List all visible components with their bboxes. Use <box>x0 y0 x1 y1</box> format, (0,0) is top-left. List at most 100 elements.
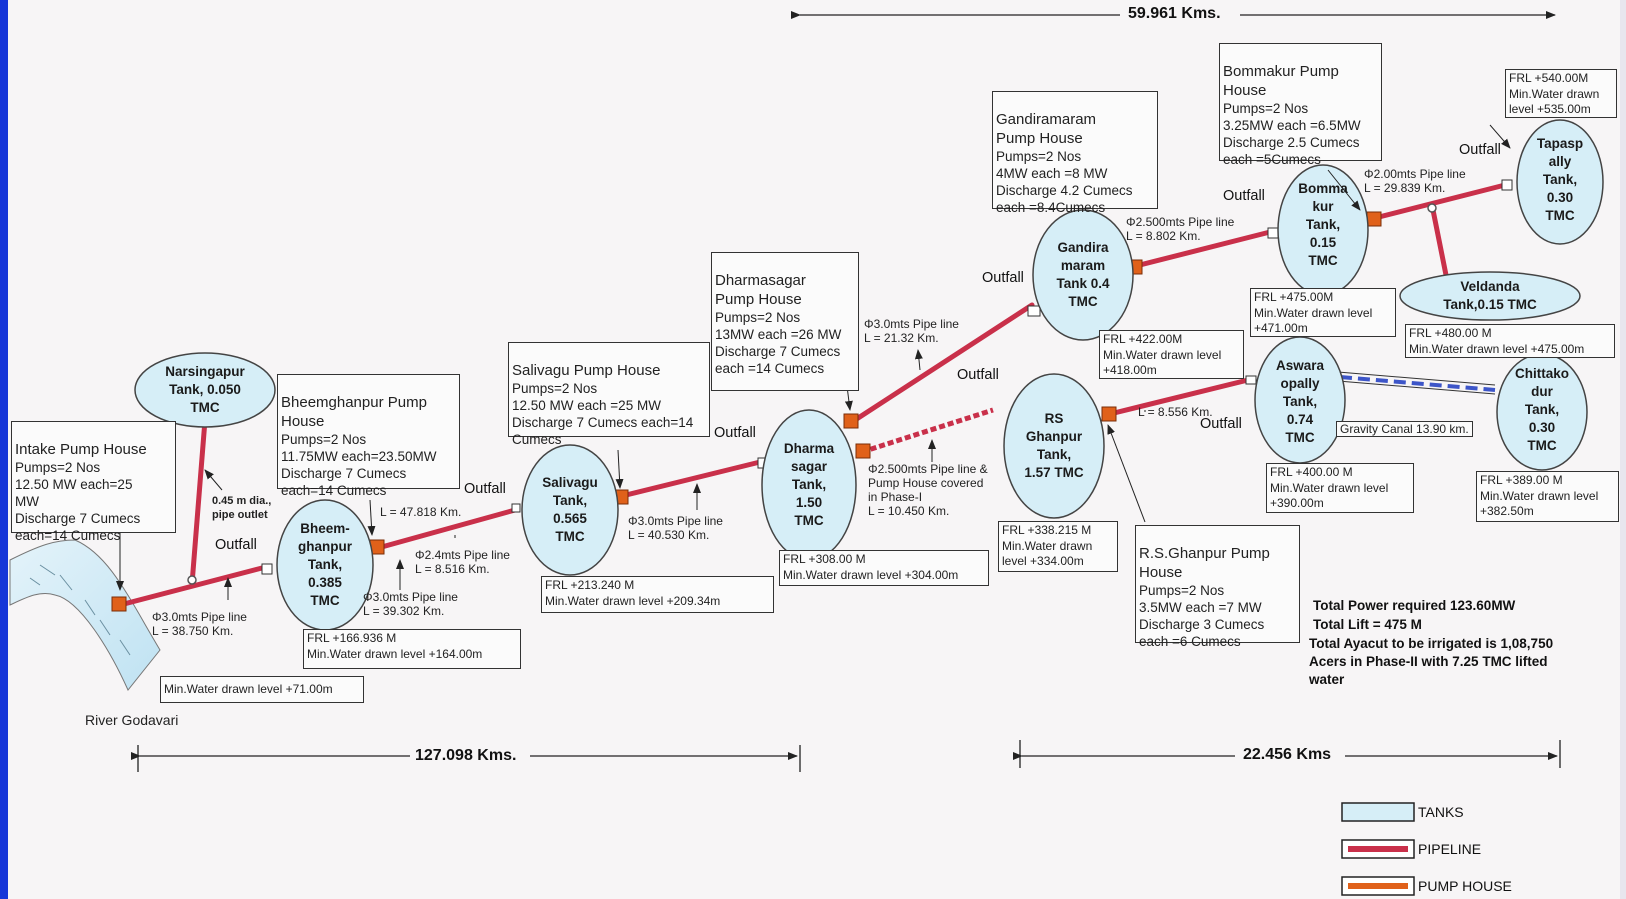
left-edge-bar <box>0 0 8 899</box>
pipeline-narsingapur-outlet <box>189 417 208 587</box>
summary-power: Total Power required 123.60MW <box>1313 598 1516 613</box>
dharmasagar-level-box: FRL +308.00 M Min.Water drawn level +304… <box>779 550 989 586</box>
pump-house-markers <box>111 211 1382 612</box>
right-edge-bar <box>1620 0 1626 899</box>
pipeline-intake-bheemghanpur <box>117 565 265 608</box>
pipe-label-bheem-a: Φ3.0mts Pipe line L = 39.302 Km. <box>363 590 458 618</box>
summary-ayacut: Total Ayacut to be irrigated is 1,08,750… <box>1309 636 1554 687</box>
tank-chittakodur: Chittako dur Tank, 0.30 TMC <box>1515 366 1569 453</box>
gravity-canal-label: Gravity Canal 13.90 km. <box>1336 421 1473 437</box>
gandiramaram-pump-house-details: Pumps=2 Nos 4MW each =8 MW Discharge 4.2… <box>996 149 1133 215</box>
pump-rsghanpur <box>1101 406 1117 422</box>
bottom-left-dimension-line <box>131 745 801 772</box>
tank-salivagu: Salivagu Tank, 0.565 TMC <box>542 475 598 544</box>
pipeline-bommakur-tapaspally <box>1372 182 1508 221</box>
bheemghanpur-level-box: FRL +166.936 M Min.Water drawn level +16… <box>303 629 521 669</box>
pipe-label-dharmasagar: Φ3.0mts Pipe line L = 21.32 Km. <box>864 317 959 345</box>
salivagu-pump-house-details: Pumps=2 Nos 12.50 MW each =25 MW Dischar… <box>512 381 694 447</box>
pipe-junction <box>187 575 197 585</box>
bommakur-pump-house-details: Pumps=2 Nos 3.25MW each =6.5MW Discharge… <box>1223 101 1361 167</box>
legend-pipeline-label: PIPELINE <box>1418 841 1482 857</box>
pipeline-phase1-dashed <box>861 407 994 455</box>
outfall-label-2: Outfall <box>464 481 506 497</box>
bottom-right-dimension-line <box>1013 740 1561 768</box>
legend-swatches <box>1341 802 1415 896</box>
outfall-label-8: Outfall <box>1200 416 1242 432</box>
tank-ellipses <box>134 119 1604 631</box>
outfall-markers <box>261 179 1513 575</box>
pipeline-gandiramaram-bommakur <box>1133 229 1273 269</box>
rsghanpur-pump-house-title: R.S.Ghanpur Pump House <box>1139 545 1270 581</box>
gravity-canal <box>1337 371 1496 395</box>
pipe-label-bheem-b: Φ2.4mts Pipe line L = 8.516 Km. <box>415 548 510 576</box>
intake-pump-house-details: Pumps=2 Nos 12.50 MW each=25 MW Discharg… <box>15 460 141 543</box>
pipeline-to-veldanda <box>1429 202 1450 283</box>
tapaspally-level-box: FRL +540.00M Min.Water drawn level +535.… <box>1505 69 1617 118</box>
outfall-label-1: Outfall <box>215 537 257 553</box>
pipe-label-gandiramaram: Φ2.500mts Pipe line L = 8.802 Km. <box>1126 215 1235 243</box>
pipe-label-phase1: Φ2.500mts Pipe line & Pump House covered… <box>868 462 988 518</box>
tank-veldanda: Veldanda Tank,0.15 TMC <box>1443 279 1537 312</box>
distance-top: 59.961 Kms. <box>1125 5 1224 23</box>
pump-phase1 <box>855 443 871 459</box>
pipeline-salivagu-dharmasagar <box>619 459 763 499</box>
pipeline-bheemghanpur-salivagu <box>375 507 518 551</box>
outfall-label-6: Outfall <box>1223 188 1265 204</box>
gandiramaram-pump-house-title: Gandiramaram Pump House <box>996 111 1097 147</box>
pump-dharmasagar <box>843 413 859 429</box>
tank-narsingapur: Narsingapur Tank, 0.050 TMC <box>165 364 245 415</box>
summary-lift: Total Lift = 475 M <box>1313 617 1422 632</box>
dharmasagar-pump-house-title: Dharmasagar Pump House <box>715 272 806 308</box>
tank-bheemghanpur: Bheem- ghanpur Tank, 0.385 TMC <box>298 521 352 608</box>
legend-pump-house-label: PUMP HOUSE <box>1418 878 1512 894</box>
intake-pump-house-title: Intake Pump House <box>15 441 147 458</box>
legend-tanks-label: TANKS <box>1418 804 1464 820</box>
pipelines <box>117 182 1508 608</box>
outfall-label-5: Outfall <box>957 367 999 383</box>
pipe-outlet-label: 0.45 m dia., pipe outlet <box>212 495 272 521</box>
godavari-level-box: Min.Water drawn level +71.00m <box>160 676 364 703</box>
tank-rsghanpur: RS Ghanpur Tank, 1.57 TMC <box>1024 411 1084 480</box>
tank-aswaraopally: Aswara opally Tank, 0.74 TMC <box>1275 358 1325 445</box>
tank-gandiramaram: Gandira maram Tank 0.4 TMC <box>1056 240 1110 309</box>
veldanda-level-box: FRL +480.00 M Min.Water drawn level +475… <box>1405 324 1615 358</box>
distance-bottom-left: 127.098 Kms. <box>412 747 520 765</box>
river-godavari-shape <box>9 539 161 691</box>
rsghanpur-level-box: FRL +338.215 M Min.Water drawn level +33… <box>998 521 1118 572</box>
pump-bommakur <box>1366 211 1382 227</box>
bommakur-pump-house-title: Bommakur Pump House <box>1223 63 1339 99</box>
pipe-label-intake: Φ3.0mts Pipe line L = 38.750 Km. <box>152 610 247 638</box>
rsghanpur-pump-house-details: Pumps=2 Nos 3.5MW each =7 MW Discharge 3… <box>1139 583 1265 649</box>
tank-bommakur: Bomma kur Tank, 0.15 TMC <box>1298 181 1348 268</box>
river-label: River Godavari <box>85 712 179 728</box>
leader-arrows <box>116 124 1511 600</box>
tank-dharmasagar: Dharma sagar Tank, 1.50 TMC <box>783 441 835 528</box>
pipe-label-rsghanpur: L = 8.556 Km. <box>1138 405 1213 419</box>
aswaraopally-level-box: FRL +400.00 M Min.Water drawn level +390… <box>1266 463 1414 513</box>
gandiramaram-level-box: FRL +422.00M Min.Water drawn level +418.… <box>1099 330 1244 379</box>
dharmasagar-pump-house-details: Pumps=2 Nos 13MW each =26 MW Discharge 7… <box>715 310 842 376</box>
salivagu-pump-house-title: Salivagu Pump House <box>512 362 661 379</box>
tank-tapaspally: Tapasp ally Tank, 0.30 TMC <box>1536 136 1584 223</box>
pipeline-rsghanpur-aswaraopally <box>1107 377 1251 417</box>
outfall-label-4: Outfall <box>982 270 1024 286</box>
bommakur-level-box: FRL +475.00M Min.Water drawn level +471.… <box>1250 288 1396 337</box>
outfall-label-7: Outfall <box>1459 142 1501 158</box>
pipe-label-bheem-c: L = 47.818 Km. <box>380 505 462 519</box>
pipe-label-salivagu: Φ3.0mts Pipe line L = 40.530 Km. <box>628 514 723 542</box>
outfall-label-3: Outfall <box>714 425 756 441</box>
distance-bottom-right: 22.456 Kms <box>1240 746 1335 764</box>
pipeline-dharmasagar-gandiramaram <box>849 302 1035 425</box>
bheemghanpur-pump-house-details: Pumps=2 Nos 11.75MW each=23.50MW Dischar… <box>281 432 437 498</box>
chittakodur-level-box: FRL +389.00 M Min.Water drawn level +382… <box>1476 471 1619 522</box>
pipe-junction-veldanda <box>1427 203 1437 213</box>
pipe-label-bommakur: Φ2.00mts Pipe line L = 29.839 Km. <box>1364 167 1466 195</box>
